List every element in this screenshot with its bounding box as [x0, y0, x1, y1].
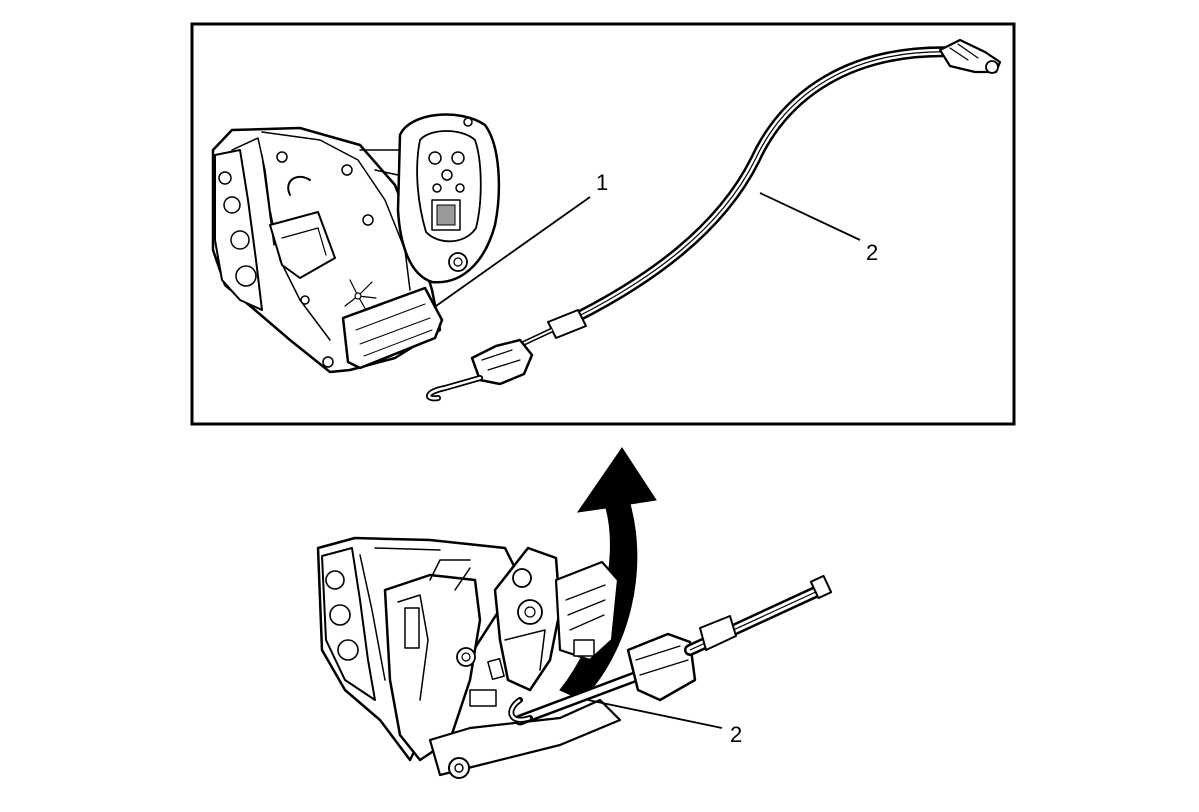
connector-cover	[341, 286, 444, 370]
main-cable-label: 2	[730, 722, 742, 747]
detail-lock-label: 1	[596, 170, 608, 195]
detail-cable-leader	[759, 192, 861, 241]
detail-inset: 1 2	[190, 22, 1016, 426]
door-lock-cable	[426, 38, 1002, 402]
detail-cable-label: 2	[866, 240, 878, 265]
detail-lock-leader	[435, 196, 591, 307]
installed-cable	[508, 574, 833, 726]
main-cable-leader	[587, 699, 723, 729]
main-view: 2	[316, 536, 833, 779]
door-lock-actuator	[211, 113, 501, 374]
